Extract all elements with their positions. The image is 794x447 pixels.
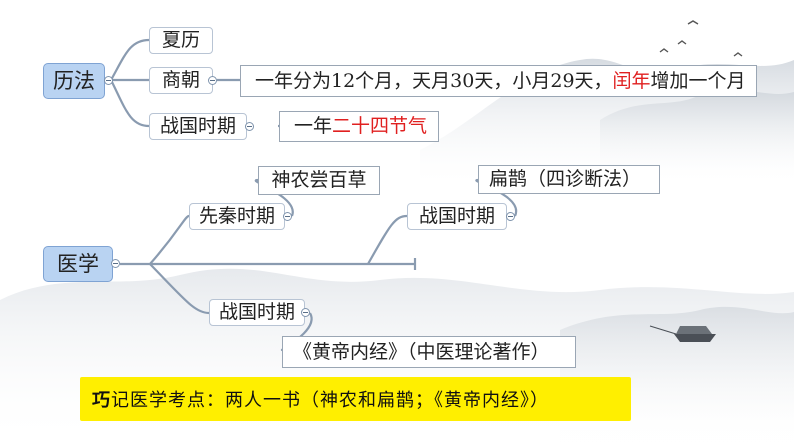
calendar-warring-collapse-toggle[interactable] bbox=[245, 122, 254, 131]
shang-dynasty-label: 商朝 bbox=[161, 69, 200, 91]
medicine-warring-collapse-toggle[interactable] bbox=[506, 212, 515, 221]
calendar-root-node[interactable]: 历法 bbox=[43, 63, 105, 99]
mnemonic-tip-banner: 巧记医学考点：两人一书（神农和扁鹊；《黄帝内经》） bbox=[80, 377, 631, 421]
medicine-root-label: 医学 bbox=[57, 251, 99, 276]
medicine-root-node[interactable]: 医学 bbox=[43, 246, 113, 282]
shennong-node[interactable]: 神农尝百草 bbox=[258, 166, 380, 195]
shang-dynasty-node[interactable]: 商朝 bbox=[149, 67, 213, 94]
medicine-collapse-toggle[interactable] bbox=[111, 259, 120, 268]
top-right-mountain-dark bbox=[600, 89, 794, 180]
calendar-warring-states-label: 战国时期 bbox=[159, 115, 236, 137]
xia-calendar-label: 夏历 bbox=[161, 29, 200, 51]
tip-text: 记医学考点：两人一书（神农和扁鹊；《黄帝内经》） bbox=[111, 390, 549, 411]
birds bbox=[659, 20, 743, 57]
huangdi-neijing-node[interactable]: 《黄帝内经》（中医理论著作） bbox=[282, 336, 576, 368]
bianque-node[interactable]: 扁鹊（四诊断法） bbox=[478, 165, 660, 194]
shennong-label: 神农尝百草 bbox=[271, 169, 367, 191]
huangdi-warring-states-node[interactable]: 战国时期 bbox=[209, 299, 305, 326]
pre-qin-collapse-toggle[interactable] bbox=[283, 212, 292, 221]
solar-terms-highlight: 二十四节气 bbox=[332, 115, 428, 137]
medicine-warring-states-node[interactable]: 战国时期 bbox=[407, 203, 507, 230]
leap-year-highlight: 闰年 bbox=[612, 69, 651, 92]
boat bbox=[649, 325, 716, 342]
tip-lead-character: 巧 bbox=[92, 390, 111, 411]
xia-calendar-node[interactable]: 夏历 bbox=[149, 27, 213, 54]
huangdi-warring-states-label: 战国时期 bbox=[218, 301, 295, 323]
shang-detail-tail: 增加一个月 bbox=[650, 69, 746, 92]
calendar-collapse-toggle[interactable] bbox=[104, 76, 113, 85]
shang-collapse-toggle[interactable] bbox=[208, 76, 217, 85]
pre-qin-label: 先秦时期 bbox=[198, 205, 275, 227]
shang-detail-text: 一年分为12个月，天月30天，小月29天， bbox=[255, 69, 613, 92]
shang-calendar-detail[interactable]: 一年分为12个月，天月30天，小月29天，闰年增加一个月 bbox=[240, 65, 757, 97]
huangdi-warring-collapse-toggle[interactable] bbox=[301, 308, 310, 317]
pre-qin-node[interactable]: 先秦时期 bbox=[189, 203, 285, 230]
bianque-label: 扁鹊（四诊断法） bbox=[489, 168, 642, 190]
medicine-warring-states-label: 战国时期 bbox=[418, 205, 495, 227]
calendar-warring-states-node[interactable]: 战国时期 bbox=[149, 113, 247, 140]
solar-terms-prefix: 一年 bbox=[294, 115, 333, 137]
calendar-root-label: 历法 bbox=[53, 68, 95, 93]
calendar-connectors bbox=[110, 38, 285, 128]
huangdi-neijing-label: 《黄帝内经》（中医理论著作） bbox=[293, 340, 550, 363]
solar-terms-detail[interactable]: 一年二十四节气 bbox=[279, 111, 439, 142]
